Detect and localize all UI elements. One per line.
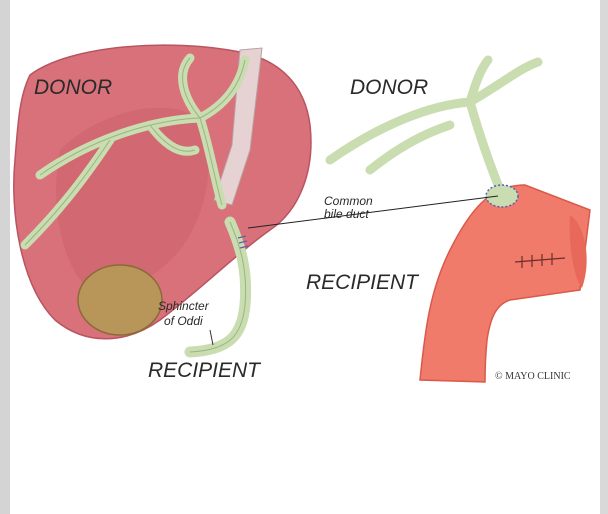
label-sphincter-2: of Oddi — [164, 314, 203, 328]
label-credit: © MAYO CLINIC — [495, 371, 571, 382]
label-recipient-right: RECIPIENT — [306, 271, 420, 294]
label-common-bile-duct-2: bile duct — [324, 207, 369, 221]
label-recipient-left: RECIPIENT — [148, 359, 262, 382]
label-donor-left: DONOR — [34, 76, 112, 99]
label-donor-right: DONOR — [350, 76, 428, 99]
anastomosis-ring — [486, 185, 518, 207]
intestine-limb — [420, 185, 590, 382]
gallbladder — [78, 265, 162, 335]
label-sphincter-1: Sphincter — [158, 299, 210, 313]
label-common-bile-duct-1: Common — [324, 194, 373, 208]
